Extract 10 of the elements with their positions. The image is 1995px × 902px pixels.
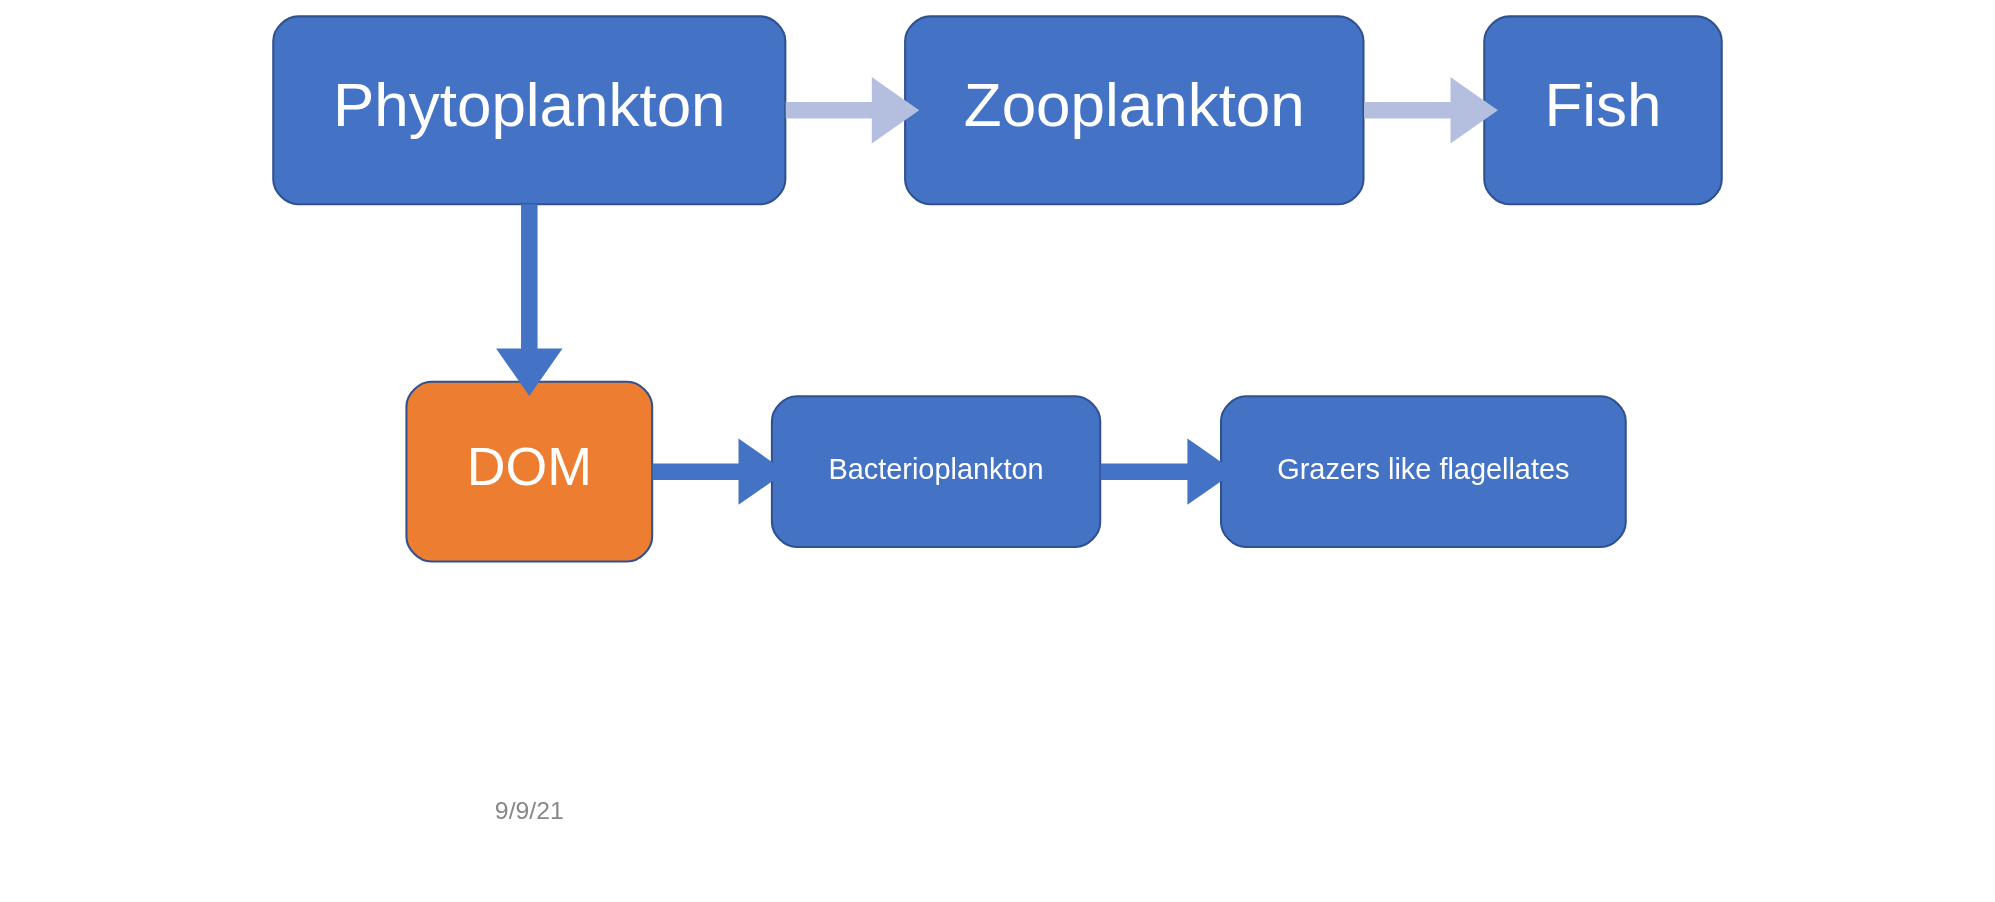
arrow (496, 204, 563, 396)
arrow (785, 77, 920, 144)
node-box: Phytoplankton (272, 15, 787, 206)
node-box: Zooplankton (904, 15, 1365, 206)
node-box: Fish (1483, 15, 1723, 206)
node-box: DOM (405, 380, 654, 563)
node-box: Bacterioplankton (770, 395, 1102, 549)
arrow (1364, 77, 1498, 144)
node-box: Grazers like flagellates (1220, 395, 1627, 549)
label: 9/9/21 (494, 796, 564, 824)
